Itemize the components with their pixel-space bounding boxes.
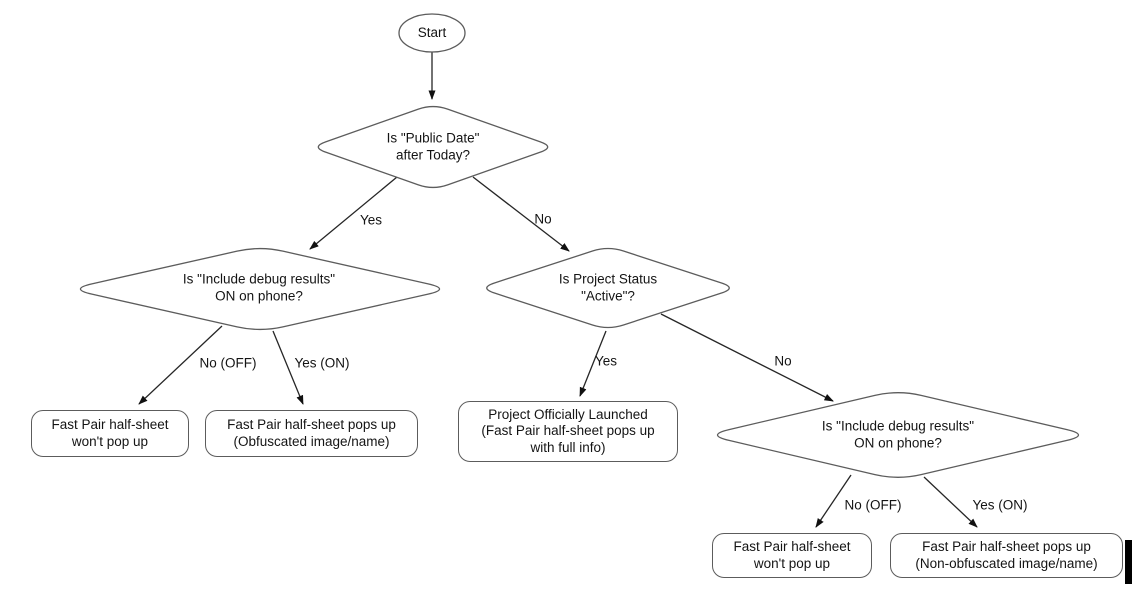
edge-no-off-to-no-popup-right xyxy=(815,474,852,528)
edge-yes-to-launched xyxy=(579,330,607,397)
edge-label-no-top: No xyxy=(534,211,552,227)
edge-no-to-debug-right xyxy=(660,313,834,402)
edge-yes-on-to-popup-non-obfuscated xyxy=(923,476,978,528)
result-no-popup-left: Fast Pair half-sheet won't pop up xyxy=(31,410,189,457)
edge-label-yes-mid: Yes xyxy=(594,353,618,369)
start-node-label: Start xyxy=(417,24,447,40)
edge-yes-to-debug-left xyxy=(309,176,398,250)
edge-label-yes-top: Yes xyxy=(359,212,383,228)
start-terminator-shape xyxy=(398,13,466,53)
decision-project-status-shape xyxy=(486,247,730,329)
edge-label-no-mid: No xyxy=(774,353,792,369)
decision-debug-right-shape xyxy=(716,392,1080,478)
edge-label-yes-on-right: Yes (ON) xyxy=(972,497,1028,513)
result-no-popup-right: Fast Pair half-sheet won't pop up xyxy=(712,533,872,578)
decision-public-date-shape xyxy=(317,105,549,189)
decision-debug-left-label: Is "Include debug results" ON on phone? xyxy=(182,271,336,304)
result-popup-obfuscated: Fast Pair half-sheet pops up (Obfuscated… xyxy=(205,410,418,457)
edge-no-to-project-status xyxy=(472,176,570,252)
cursor-bar-artifact xyxy=(1125,540,1132,584)
decision-debug-left-shape xyxy=(79,247,441,331)
decision-public-date-label: Is "Public Date" after Today? xyxy=(386,130,480,163)
edge-label-yes-on-left: Yes (ON) xyxy=(294,355,350,371)
decision-project-status-label: Is Project Status "Active"? xyxy=(558,271,658,304)
edge-yes-on-to-popup-obfuscated xyxy=(272,330,304,405)
edge-label-no-off-right: No (OFF) xyxy=(844,497,902,513)
decision-debug-right-label: Is "Include debug results" ON on phone? xyxy=(821,418,975,451)
result-popup-non-obfuscated: Fast Pair half-sheet pops up (Non-obfusc… xyxy=(890,533,1123,578)
edge-label-no-off-left: No (OFF) xyxy=(199,355,257,371)
result-launched: Project Officially Launched (Fast Pair h… xyxy=(458,401,678,462)
edge-no-off-to-no-popup-left xyxy=(138,325,223,405)
